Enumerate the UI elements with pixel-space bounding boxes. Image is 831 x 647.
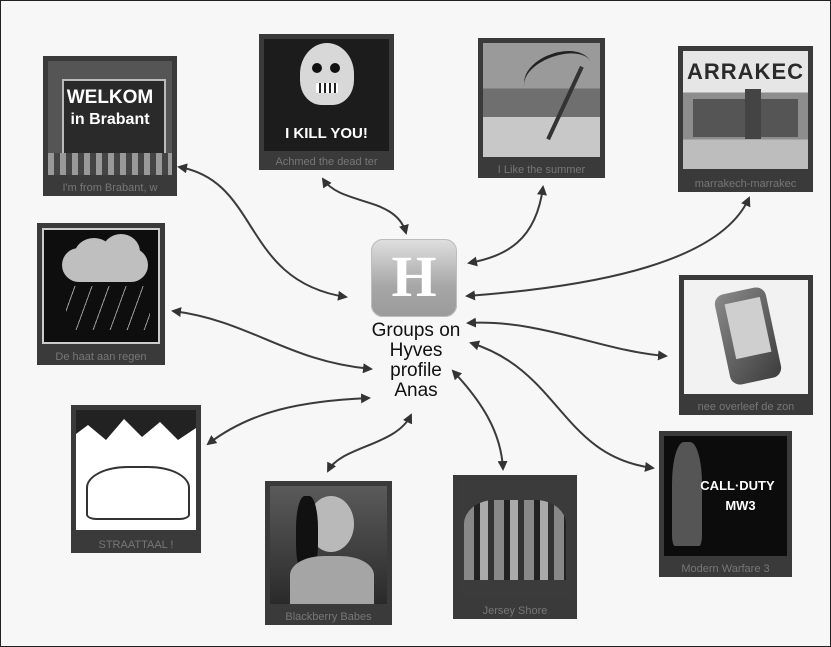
group-image-blackberry xyxy=(270,486,387,604)
group-tile-straattaal[interactable]: STRAATTAAL ! xyxy=(71,405,201,553)
group-caption: Modern Warfare 3 xyxy=(681,563,770,575)
group-caption: marrakech-marrakec xyxy=(694,178,797,190)
group-caption: Blackberry Babes xyxy=(285,611,372,623)
group-image-straattaal xyxy=(76,410,196,530)
group-tile-achmed[interactable]: I KILL YOU! Achmed the dead ter xyxy=(259,34,394,170)
group-image-marrakech: ARRAKEC xyxy=(683,51,808,169)
group-caption: nee overleef de zon xyxy=(697,401,795,413)
marrakech-image-text: ARRAKEC xyxy=(687,59,804,84)
group-image-jersey-shore xyxy=(458,480,572,598)
group-tile-summer[interactable]: I Like the summer xyxy=(478,38,605,178)
group-tile-rain[interactable]: De haat aan regen xyxy=(37,223,165,365)
group-image-brabant: WELKOM in Brabant xyxy=(48,61,172,175)
brabant-sign-line-2: in Brabant xyxy=(70,111,150,128)
arrow-blackberry xyxy=(327,413,413,473)
hub-label: Groups on Hyves profile Anas xyxy=(331,321,501,401)
group-caption: Jersey Shore xyxy=(482,605,548,617)
group-tile-phone[interactable]: nee overleef de zon xyxy=(679,275,813,415)
mw3-logo-line-1: CALL·DUTY xyxy=(700,478,775,493)
group-tile-blackberry[interactable]: Blackberry Babes xyxy=(265,481,392,625)
group-caption: I'm from Brabant, w xyxy=(62,182,158,194)
group-image-mw3: CALL·DUTY MW3 xyxy=(664,436,787,556)
group-image-phone xyxy=(684,280,808,394)
group-image-summer xyxy=(483,43,600,157)
arrow-marrakech xyxy=(465,196,751,301)
group-tile-brabant[interactable]: WELKOM in Brabant I'm from Brabant, w xyxy=(43,56,177,196)
hub-label-line-1: Groups on xyxy=(371,320,461,341)
group-image-rain xyxy=(42,228,160,344)
brabant-sign-line-1: WELKOM xyxy=(66,87,154,108)
hyves-logo-icon[interactable]: H xyxy=(371,239,457,317)
hub-label-line-4: Anas xyxy=(394,380,438,401)
hub-label-line-2: Hyves xyxy=(389,340,443,361)
arrow-summer xyxy=(467,185,547,267)
arrow-rain xyxy=(171,307,373,374)
group-tile-mw3[interactable]: CALL·DUTY MW3 Modern Warfare 3 xyxy=(659,431,792,577)
group-image-achmed: I KILL YOU! xyxy=(264,39,389,151)
group-tile-jersey-shore[interactable]: Jersey Shore xyxy=(453,475,577,619)
hub-label-line-3: profile xyxy=(390,360,442,381)
group-caption: I Like the summer xyxy=(497,164,586,176)
achmed-image-text: I KILL YOU! xyxy=(285,125,368,142)
group-tile-marrakech[interactable]: ARRAKEC marrakech-marrakec xyxy=(678,46,813,192)
group-caption: STRAATTAAL ! xyxy=(98,539,174,551)
arrow-mw3 xyxy=(469,340,655,472)
arrow-straattaal xyxy=(206,393,371,446)
group-caption: De haat aan regen xyxy=(55,351,147,363)
mw3-logo-line-2: MW3 xyxy=(725,498,756,513)
arrow-brabant xyxy=(177,163,348,301)
group-caption: Achmed the dead ter xyxy=(275,156,378,168)
arrow-achmed xyxy=(321,177,409,235)
